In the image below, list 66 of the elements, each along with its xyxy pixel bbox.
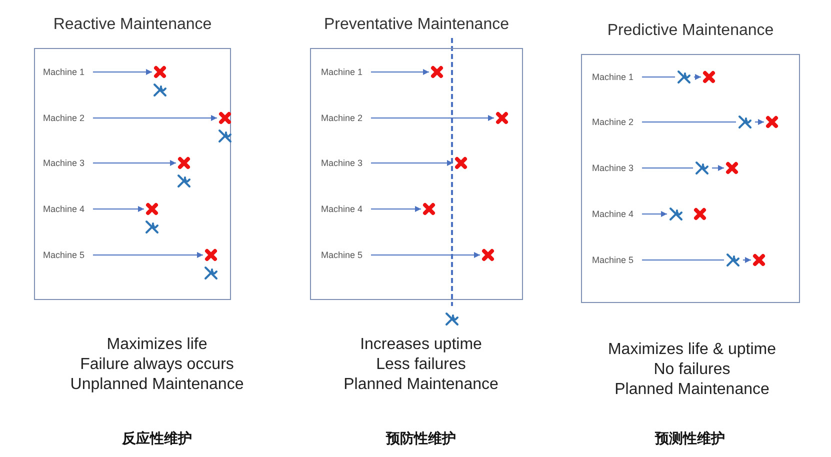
arrow — [370, 160, 454, 166]
machine-label: Machine 2 — [321, 111, 369, 125]
description-text: Maximizes life — [106, 335, 208, 355]
description-text: Increases uptime — [359, 335, 483, 355]
machine-label: Machine 1 — [43, 65, 91, 79]
machine-label: Machine 2 — [43, 111, 91, 125]
description-text: Failure always occurs — [79, 355, 235, 375]
machine-label: Machine 5 — [43, 248, 91, 262]
chinese-title: 预测性维护 — [654, 429, 726, 447]
wrench-icon — [737, 114, 753, 130]
cross-icon — [430, 65, 444, 79]
description-text: Unplanned Maintenance — [69, 375, 245, 395]
machine-label: Machine 5 — [592, 253, 640, 267]
connector-line — [642, 76, 676, 78]
machine-label: Machine 3 — [43, 156, 91, 170]
arrow — [92, 160, 176, 166]
description-text: Planned Maintenance — [614, 380, 770, 400]
panel-heading: Preventative Maintenance — [323, 15, 510, 35]
arrow — [742, 257, 752, 263]
arrow — [754, 119, 764, 125]
description-text: No failures — [652, 360, 732, 380]
panel-heading: Reactive Maintenance — [52, 15, 213, 35]
wrench-icon — [694, 160, 710, 176]
cross-icon — [422, 202, 436, 216]
machine-label: Machine 1 — [321, 65, 369, 79]
machine-label: Machine 3 — [321, 156, 369, 170]
machine-label: Machine 5 — [321, 248, 369, 262]
machine-label: Machine 4 — [321, 202, 369, 216]
machine-label: Machine 1 — [592, 70, 640, 84]
cross-icon — [693, 207, 707, 221]
arrow — [92, 69, 152, 75]
arrow — [694, 74, 702, 80]
arrow — [92, 115, 218, 121]
chinese-title: 预防性维护 — [384, 429, 457, 447]
machine-label: Machine 4 — [592, 207, 640, 221]
arrow — [370, 69, 430, 75]
cross-icon — [204, 248, 218, 262]
cross-icon — [218, 111, 232, 125]
cross-icon — [145, 202, 159, 216]
arrow — [370, 206, 422, 212]
cross-icon — [765, 115, 779, 129]
description-text: Maximizes life & uptime — [606, 340, 778, 360]
description-text: Planned Maintenance — [342, 375, 500, 395]
arrow — [712, 165, 724, 171]
cross-icon — [495, 111, 509, 125]
panel-heading: Predictive Maintenance — [606, 21, 775, 41]
cross-icon — [153, 65, 167, 79]
machine-label: Machine 4 — [43, 202, 91, 216]
cross-icon — [752, 253, 766, 267]
cross-icon — [481, 248, 495, 262]
wrench-icon — [725, 252, 741, 268]
machine-label: Machine 2 — [592, 115, 640, 129]
cross-icon — [177, 156, 191, 170]
arrow — [642, 211, 668, 217]
cross-icon — [725, 161, 739, 175]
description-text: Less failures — [375, 355, 467, 375]
arrow — [92, 206, 144, 212]
cross-icon — [454, 156, 468, 170]
arrow — [92, 252, 204, 258]
wrench-icon — [668, 206, 684, 222]
wrench-icon — [676, 69, 692, 85]
machine-label: Machine 3 — [592, 161, 640, 175]
arrow — [370, 252, 480, 258]
chinese-title: 反应性维护 — [120, 429, 193, 447]
cross-icon — [702, 70, 716, 84]
arrow — [370, 115, 494, 121]
